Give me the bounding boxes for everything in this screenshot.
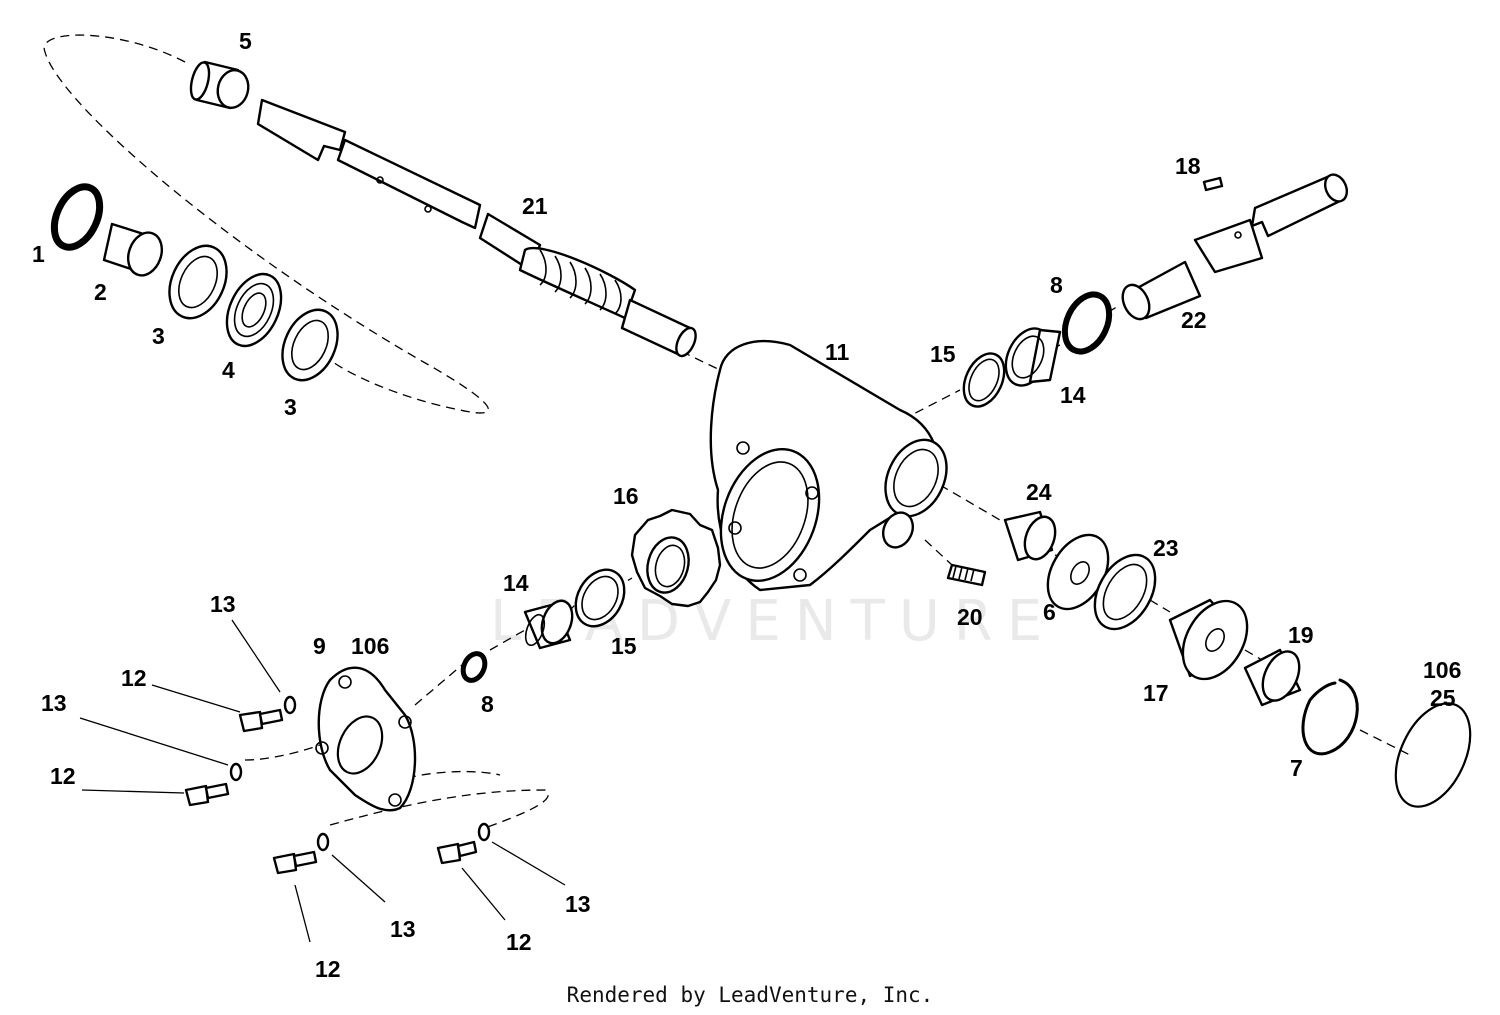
callout-23: 23 [1153, 535, 1179, 561]
washer-part-3-lower [281, 308, 339, 382]
callout-16: 16 [613, 483, 639, 509]
callout-3-lower: 3 [284, 394, 297, 420]
lock-washer-part-13-c [316, 832, 330, 852]
seal-part-8-upper [1061, 291, 1113, 355]
render-credit-footer: Rendered by LeadVenture, Inc. [566, 983, 934, 1007]
lock-washer-part-13-b [229, 762, 243, 782]
callout-13-c: 13 [390, 916, 416, 942]
callout-12-b: 12 [50, 763, 76, 789]
callout-17: 17 [1143, 680, 1169, 706]
key-part-18 [1202, 176, 1224, 192]
callout-106-ring: 106 [1423, 657, 1461, 683]
callout-13-a: 13 [210, 591, 236, 617]
callout-3-upper: 3 [152, 323, 165, 349]
gear-housing-part-11 [709, 340, 948, 592]
bushing-part-24 [1003, 510, 1057, 562]
bushing-part-19 [1243, 648, 1302, 707]
set-screw-part-20 [946, 563, 987, 587]
callout-5: 5 [239, 28, 252, 54]
callout-18: 18 [1175, 153, 1201, 179]
washer-part-3-upper [168, 244, 228, 320]
callout-25: 25 [1430, 685, 1456, 711]
callout-9: 9 [313, 633, 326, 659]
callout-6: 6 [1043, 599, 1056, 625]
bolt-part-12-b [184, 782, 230, 807]
gear-part-16 [630, 508, 722, 608]
lock-washer-part-13-a [283, 695, 297, 715]
o-ring-part-25 [1394, 702, 1472, 808]
cover-plate-part-9 [315, 666, 417, 812]
callout-11: 11 [825, 339, 850, 365]
callout-13-d: 13 [565, 891, 591, 917]
output-shaft-part-22 [1121, 173, 1349, 321]
callout-21: 21 [522, 193, 548, 219]
callout-4: 4 [222, 357, 235, 383]
bushing-part-2 [102, 222, 164, 277]
spacer-part-17 [1168, 598, 1249, 681]
callout-8-upper: 8 [1050, 272, 1063, 298]
callout-19: 19 [1288, 622, 1314, 648]
bolt-part-12-d [436, 840, 478, 865]
washer-part-15-lower [574, 568, 626, 628]
callout-14-lower: 14 [503, 570, 529, 596]
thrust-bearing-part-4 [225, 272, 283, 348]
callout-8-lower: 8 [481, 691, 494, 717]
flanged-bushing-part-14-upper [1004, 327, 1062, 387]
washer-part-23 [1093, 553, 1157, 631]
callout-7: 7 [1290, 755, 1303, 781]
callout-13-b: 13 [41, 690, 67, 716]
bolt-part-12-a [238, 708, 284, 733]
callout-leader-lines [79, 619, 566, 943]
callout-labels: 5 21 1 2 3 4 3 18 8 22 15 14 11 24 23 16… [32, 28, 1461, 982]
bolt-part-12-c [272, 850, 318, 875]
callout-12-a: 12 [121, 665, 147, 691]
callout-2: 2 [94, 279, 107, 305]
callout-14-upper: 14 [1060, 382, 1086, 408]
callout-1: 1 [32, 241, 45, 267]
callout-106-cover: 106 [351, 633, 389, 659]
callout-22: 22 [1181, 307, 1207, 333]
callout-24: 24 [1026, 479, 1052, 505]
callout-15-upper: 15 [930, 341, 956, 367]
bushing-part-5 [189, 60, 250, 110]
retaining-ring-part-7 [1301, 678, 1359, 756]
callout-15-lower: 15 [611, 633, 637, 659]
callout-12-c: 12 [315, 956, 341, 982]
washer-part-15-upper [962, 352, 1006, 408]
seal-part-8-lower [460, 651, 488, 683]
callout-20: 20 [957, 604, 983, 630]
callout-12-d: 12 [506, 929, 532, 955]
flanged-bushing-part-14-lower [523, 599, 574, 650]
seal-part-1 [50, 183, 104, 251]
lock-washer-part-13-d [477, 822, 491, 842]
worm-shaft-part-21 [256, 98, 697, 358]
